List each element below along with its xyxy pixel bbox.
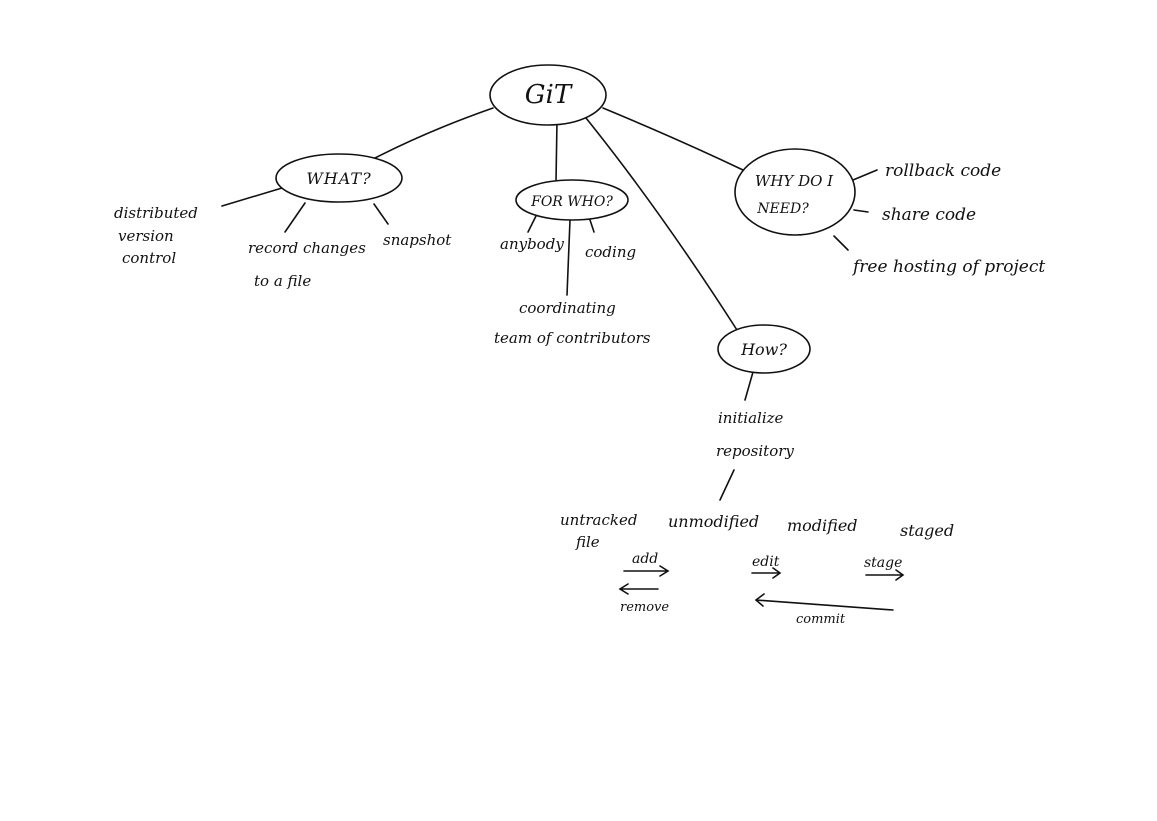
leaf-rollback: rollback code [885, 161, 1001, 181]
connectors [221, 107, 878, 501]
state-staged: staged [900, 521, 954, 540]
what-node: WHAT? [275, 153, 403, 203]
leaf-record-line1: record changes [248, 239, 366, 257]
connector-why-rollback [852, 169, 878, 181]
connector-what-record [284, 202, 306, 233]
leaf-record-line2: to a file [254, 272, 311, 290]
leaf-distributed-line3: control [122, 249, 176, 267]
how-node: How? [717, 324, 811, 374]
leaf-coordinating-line1: coordinating [519, 299, 616, 317]
why-node: WHY DO I NEED? [734, 148, 856, 236]
state-untracked-line2: file [575, 533, 600, 551]
what-label: WHAT? [306, 169, 371, 188]
leaf-distributed-line2: version [118, 227, 174, 245]
how-init-line2: repository [716, 442, 794, 460]
action-stage: stage [864, 555, 902, 571]
leaf-hosting: free hosting of project [851, 257, 1045, 277]
connector-why-share [853, 209, 869, 213]
connector-what-snapshot [373, 203, 389, 225]
leaf-anybody: anybody [500, 235, 564, 253]
why-label-line1: WHY DO I [755, 172, 834, 190]
state-modified: modified [787, 516, 858, 535]
action-commit: commit [796, 612, 846, 627]
arrow-edit-icon [751, 567, 782, 579]
how-label: How? [740, 340, 787, 359]
arrow-remove-icon [618, 583, 659, 595]
action-remove: remove [620, 600, 669, 615]
leaf-share: share code [882, 205, 976, 225]
root-label: GiT [525, 80, 573, 110]
connector-what-distributed [221, 187, 283, 207]
leaf-coding: coding [585, 243, 636, 261]
connector-root-why [602, 107, 744, 171]
state-unmodified: unmodified [668, 512, 759, 531]
connector-why-hosting [833, 235, 849, 251]
leaf-distributed-line1: distributed [114, 204, 198, 222]
forwho-label: FOR WHO? [530, 194, 613, 210]
forwho-node: FOR WHO? [515, 179, 629, 221]
connector-forwho-coordinating [566, 219, 571, 296]
arrow-stage-icon [865, 569, 905, 581]
connector-root-forwho [555, 119, 558, 183]
connector-forwho-coding [589, 219, 595, 233]
how-init-line1: initialize [718, 409, 784, 427]
action-add: add [632, 551, 658, 567]
root-node: GiT [489, 64, 607, 126]
leaf-snapshot: snapshot [383, 231, 452, 249]
connector-forwho-anybody [527, 215, 537, 233]
state-untracked-line1: untracked [560, 511, 637, 529]
connector-init-states [719, 469, 735, 501]
action-edit: edit [752, 554, 780, 570]
why-label-line2: NEED? [756, 201, 809, 217]
connector-root-what [374, 107, 494, 159]
leaf-coordinating-line2: team of contributors [494, 329, 651, 347]
connector-how-init [744, 371, 754, 401]
arrow-commit-icon [754, 593, 894, 611]
connector-root-how [585, 117, 738, 331]
arrow-add-icon [623, 565, 670, 577]
